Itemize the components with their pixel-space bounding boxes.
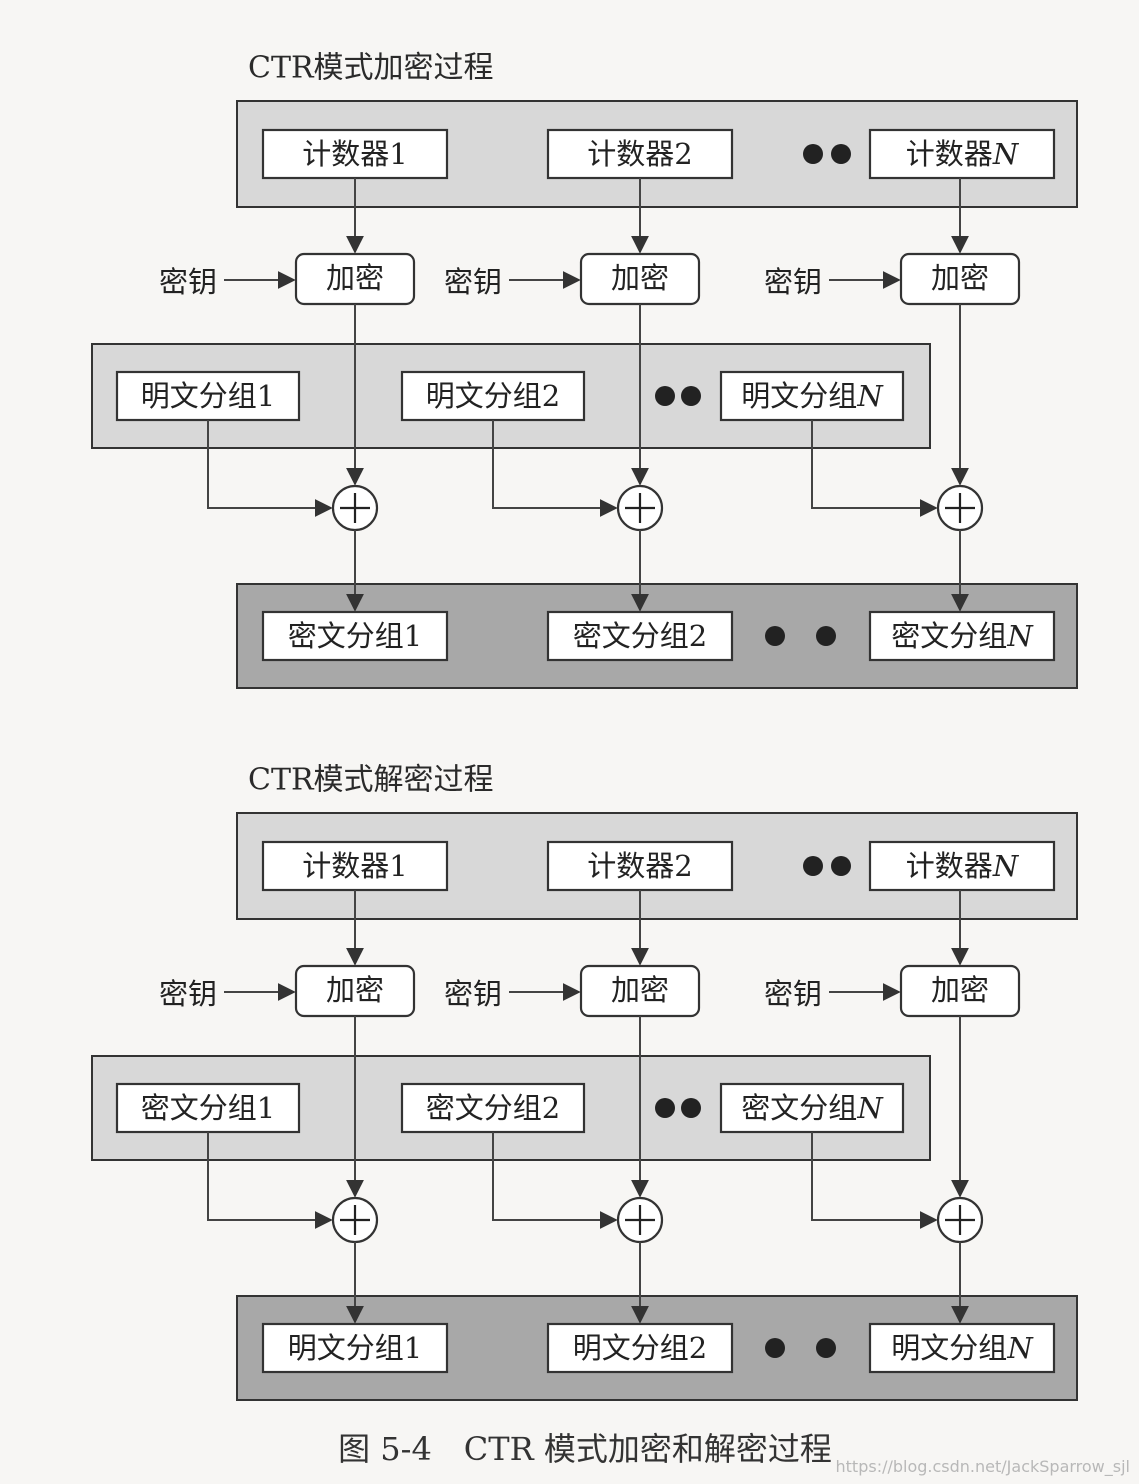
decryption-output-box-1 xyxy=(261,1322,449,1374)
decryption-encrypt-label-1: 加密 xyxy=(326,973,384,1007)
decryption-counter-label-3: 计数器N xyxy=(906,849,1020,883)
encryption-ellipsis-dot-4 xyxy=(681,386,701,406)
decryption-encrypt-label-2: 加密 xyxy=(611,973,669,1007)
encryption-output-label-1: 密文分组1 xyxy=(288,619,422,653)
decryption-ellipsis-dot-5 xyxy=(765,1338,785,1358)
encryption-xor-icon-3 xyxy=(936,484,984,532)
encryption-input-label-3: 明文分组N xyxy=(741,379,884,413)
figure-caption: 图 5-4 CTR 模式加密和解密过程 xyxy=(338,1430,832,1468)
decryption-counter-box-3 xyxy=(868,840,1056,892)
decryption-ellipsis-dot-6 xyxy=(816,1338,836,1358)
encryption-output-label-3: 密文分组N xyxy=(891,619,1034,653)
decryption-arrow-input-to-xor-3 xyxy=(811,1132,938,1229)
decryption-input-box-1 xyxy=(115,1082,301,1134)
encryption-input-label-1: 明文分组1 xyxy=(141,379,275,413)
encryption-encrypt-label-1: 加密 xyxy=(326,261,384,295)
encryption-key-label-3: 密钥 xyxy=(764,265,822,299)
encryption-key-label-2: 密钥 xyxy=(444,265,502,299)
encryption-counter-label-2: 计数器2 xyxy=(587,137,692,171)
decryption-output-label-1: 明文分组1 xyxy=(288,1331,422,1365)
decryption-ellipsis-dot-2 xyxy=(831,856,851,876)
decryption-ellipsis-dot-4 xyxy=(681,1098,701,1118)
decryption-counter-label-2: 计数器2 xyxy=(587,849,692,883)
encryption-ellipsis-dot-2 xyxy=(831,144,851,164)
encryption-arrow-input-to-xor-2 xyxy=(492,420,618,517)
encryption-key-label-1: 密钥 xyxy=(159,265,217,299)
decryption-arrow-input-to-xor-1 xyxy=(207,1132,333,1229)
encryption-title: CTR模式加密过程 xyxy=(248,51,494,86)
decryption-counter-box-2 xyxy=(546,840,734,892)
decryption-output-box-2 xyxy=(546,1322,734,1374)
decryption-key-label-2: 密钥 xyxy=(444,977,502,1011)
encryption-ellipsis-dot-6 xyxy=(816,626,836,646)
encryption-ellipsis-dot-5 xyxy=(765,626,785,646)
encryption-output-box-2 xyxy=(546,610,734,662)
encryption-counter-label-1: 计数器1 xyxy=(302,137,407,171)
decryption-encrypt-label-3: 加密 xyxy=(931,973,989,1007)
decryption-input-box-2 xyxy=(400,1082,586,1134)
decryption-input-label-1: 密文分组1 xyxy=(141,1091,275,1125)
decryption-input-box-3 xyxy=(719,1082,905,1134)
decryption-title: CTR模式解密过程 xyxy=(248,763,494,798)
encryption-encrypt-label-3: 加密 xyxy=(931,261,989,295)
encryption-xor-icon-2 xyxy=(616,484,664,532)
encryption-counter-box-2 xyxy=(546,128,734,180)
decryption-output-box-3 xyxy=(868,1322,1056,1374)
decryption-arrow-input-to-xor-2 xyxy=(492,1132,618,1229)
decryption-key-label-1: 密钥 xyxy=(159,977,217,1011)
encryption-output-box-3 xyxy=(868,610,1056,662)
decryption-input-label-3: 密文分组N xyxy=(741,1091,884,1125)
encryption-input-box-1 xyxy=(115,370,301,422)
encryption-counter-box-1 xyxy=(261,128,449,180)
encryption-input-label-2: 明文分组2 xyxy=(426,379,560,413)
decryption-key-label-3: 密钥 xyxy=(764,977,822,1011)
encryption-ellipsis-dot-1 xyxy=(803,144,823,164)
encryption-counter-box-3 xyxy=(868,128,1056,180)
decryption-counter-label-1: 计数器1 xyxy=(302,849,407,883)
watermark-url: https://blog.csdn.net/JackSparrow_sjl xyxy=(836,1457,1130,1477)
decryption-xor-icon-3 xyxy=(936,1196,984,1244)
decryption-input-label-2: 密文分组2 xyxy=(426,1091,560,1125)
decryption-output-label-3: 明文分组N xyxy=(891,1331,1034,1365)
decryption-ellipsis-dot-3 xyxy=(655,1098,675,1118)
decryption-xor-icon-1 xyxy=(331,1196,379,1244)
decryption-ellipsis-dot-1 xyxy=(803,856,823,876)
encryption-arrow-input-to-xor-3 xyxy=(811,420,938,517)
encryption-counter-label-3: 计数器N xyxy=(906,137,1020,171)
encryption-arrow-input-to-xor-1 xyxy=(207,420,333,517)
encryption-ellipsis-dot-3 xyxy=(655,386,675,406)
encryption-encrypt-label-2: 加密 xyxy=(611,261,669,295)
decryption-xor-icon-2 xyxy=(616,1196,664,1244)
encryption-output-box-1 xyxy=(261,610,449,662)
encryption-output-label-2: 密文分组2 xyxy=(573,619,707,653)
encryption-xor-icon-1 xyxy=(331,484,379,532)
decryption-output-label-2: 明文分组2 xyxy=(573,1331,707,1365)
encryption-input-box-3 xyxy=(719,370,905,422)
